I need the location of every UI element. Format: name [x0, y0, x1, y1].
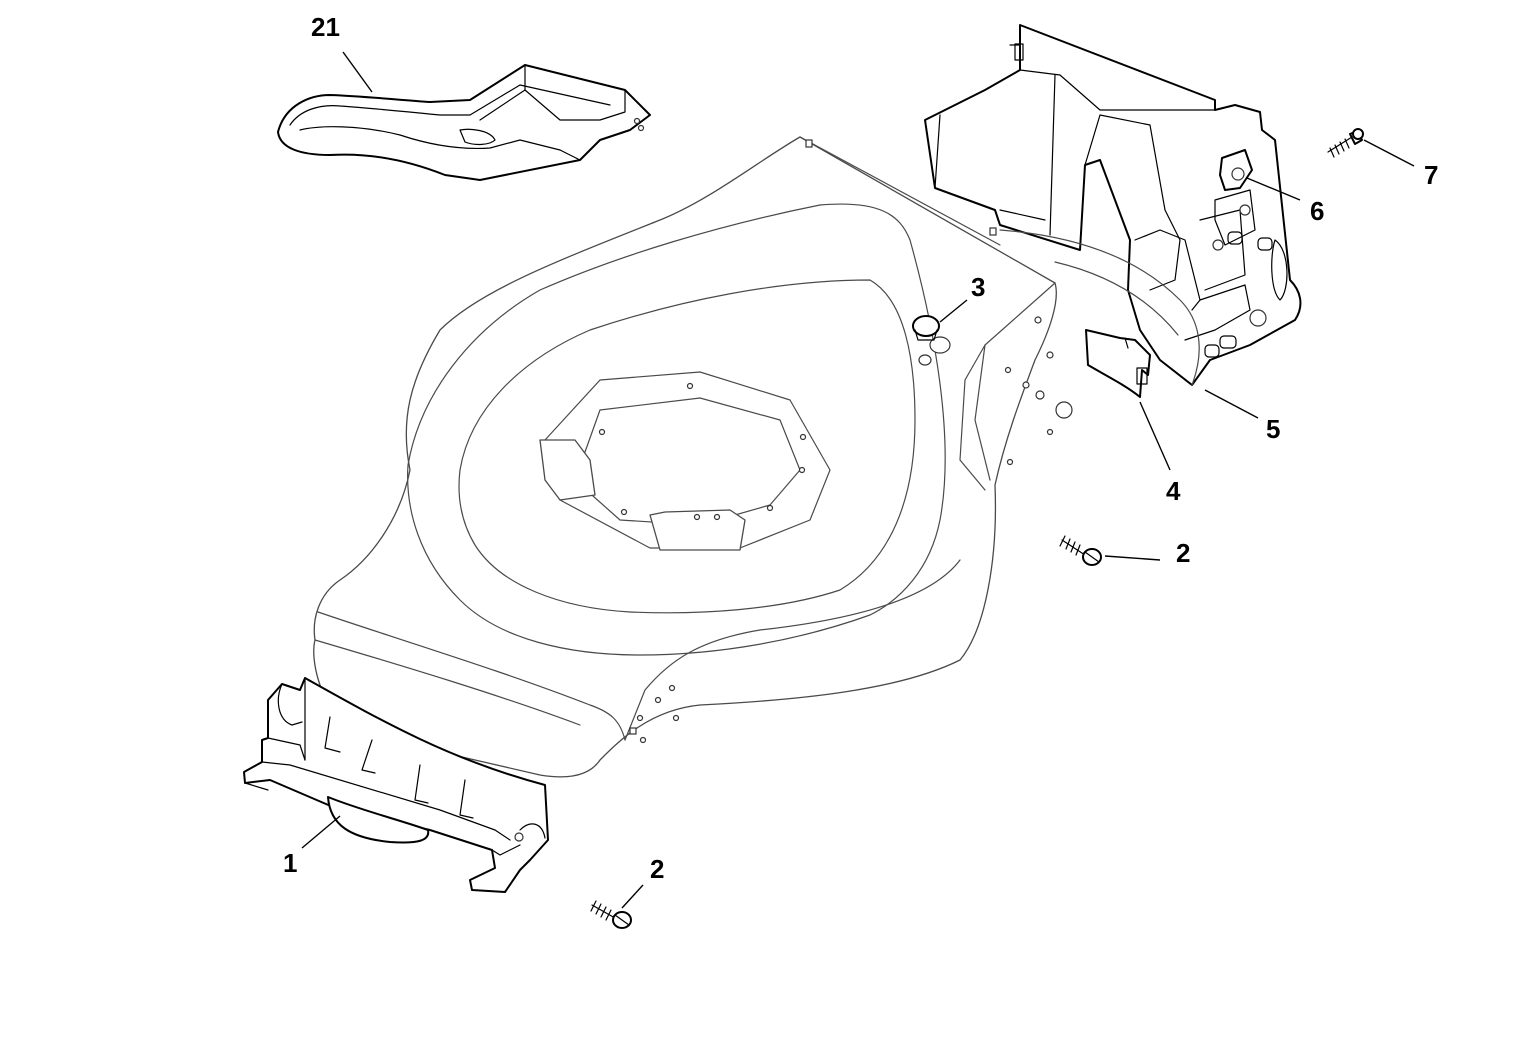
- leader-4: [1139, 401, 1171, 471]
- mower-deck: [313, 136, 1073, 778]
- leader-5: [1204, 389, 1259, 419]
- part-7-screw: [1327, 128, 1364, 158]
- leader-2-right: [1104, 555, 1161, 561]
- callout-1: 1: [283, 848, 297, 878]
- callout-7: 7: [1424, 160, 1438, 190]
- leader-1: [301, 815, 341, 849]
- callout-2-right: 2: [1176, 538, 1190, 568]
- part-1-front-flap: [243, 677, 549, 893]
- part-2-screw-bottom: [590, 900, 632, 929]
- part-5-rear-guard: [924, 24, 1302, 386]
- callout-21: 21: [311, 12, 340, 42]
- leader-lines: [301, 51, 1415, 909]
- callout-2-bottom: 2: [650, 854, 664, 884]
- leader-7: [1363, 139, 1415, 167]
- leader-21: [342, 51, 373, 93]
- part-3-plug: [912, 315, 940, 341]
- callout-6: 6: [1310, 196, 1324, 226]
- leader-6: [1246, 177, 1301, 201]
- part-4-clip: [1085, 329, 1151, 398]
- part-2-screw-right: [1059, 535, 1102, 566]
- callout-5: 5: [1266, 414, 1280, 444]
- callout-4: 4: [1166, 476, 1181, 506]
- leader-2-bottom: [621, 884, 644, 909]
- callout-labels: 21 3 7 6 5 4 2 1 2: [283, 12, 1438, 884]
- leader-3: [939, 299, 968, 323]
- callout-3: 3: [971, 272, 985, 302]
- part-21-deflector: [277, 64, 651, 181]
